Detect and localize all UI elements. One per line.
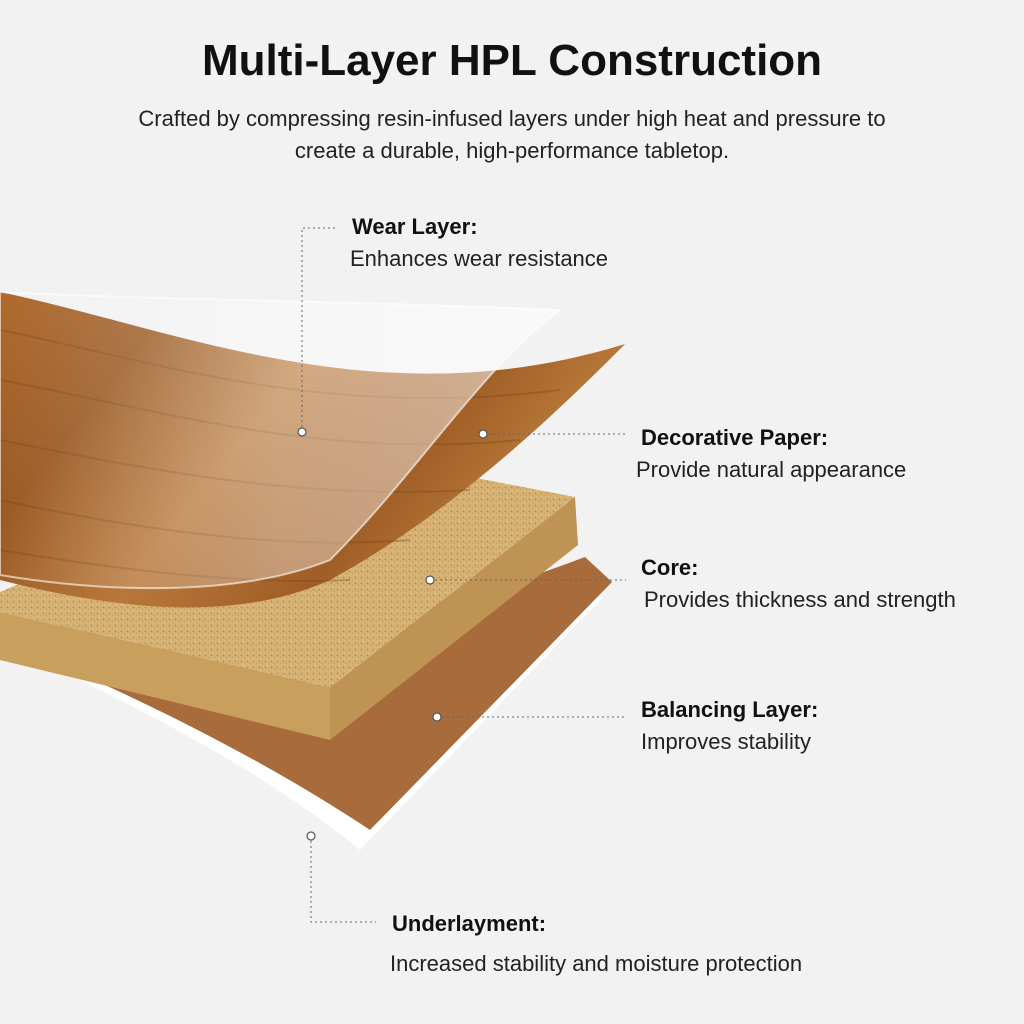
page-title: Multi-Layer HPL Construction [201, 36, 823, 85]
decorative-paper-marker [478, 429, 488, 439]
core-label: Core: Provides thickness and strength [641, 555, 956, 613]
underlayment-label: Underlayment: Increased stability and mo… [390, 911, 803, 977]
wear-layer-name: Wear Layer: [352, 214, 478, 239]
balancing-layer-name: Balancing Layer: [641, 697, 819, 722]
underlayment-description: Increased stability and moisture protect… [390, 951, 803, 976]
underlayment-leader [310, 836, 376, 923]
underlayment-name: Underlayment: [392, 911, 547, 936]
wear-layer-leader [301, 227, 336, 432]
decorative-paper-description: Provide natural appearance [636, 457, 907, 482]
wear-layer-description: Enhances wear resistance [350, 246, 609, 271]
core-front-edge [0, 612, 330, 740]
wear-layer-marker [297, 427, 307, 437]
wear-layer-label: Wear Layer: Enhances wear resistance [350, 214, 608, 272]
core-description: Provides thickness and strength [644, 587, 956, 612]
page-subtitle: Crafted by compressing resin-infused lay… [138, 106, 886, 163]
balancing-layer-marker [432, 712, 442, 722]
wear-layer-film [0, 290, 563, 590]
core-right-edge [330, 497, 578, 740]
core-name: Core: [641, 555, 699, 580]
balancing-layer-label: Balancing Layer: Improves stability [641, 697, 818, 755]
core-marker [425, 575, 435, 585]
balancing-layer-description: Improves stability [641, 729, 811, 754]
underlayment-marker [306, 831, 316, 841]
decorative-paper-label: Decorative Paper: Provide natural appear… [636, 425, 906, 483]
decorative-paper-name: Decorative Paper: [641, 425, 829, 450]
